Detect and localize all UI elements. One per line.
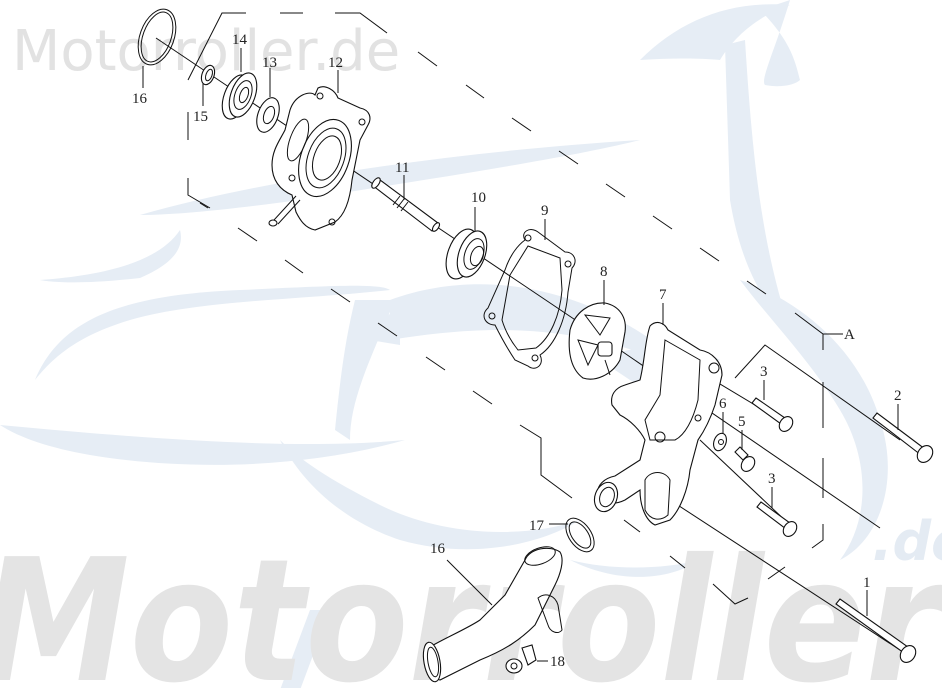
part-7-impeller <box>568 302 626 380</box>
part-17-o-ring <box>565 517 595 553</box>
part-5-washer <box>713 432 727 452</box>
part-3-bolt-lower <box>756 501 798 537</box>
callout-18: 18 <box>550 654 565 670</box>
callout-labels: 16 15 14 13 12 11 10 9 8 7 6 5 3 3 2 1 1… <box>132 32 902 670</box>
part-10-pump-shaft <box>371 177 441 232</box>
callout-3-upper: 3 <box>760 364 768 380</box>
part-9-mechanical-seal <box>445 228 488 280</box>
leader-lines <box>142 48 899 662</box>
callout-3-lower: 3 <box>768 471 776 487</box>
callout-14: 15 <box>193 109 208 125</box>
callout-12: 13 <box>262 55 277 71</box>
callout-1: 1 <box>863 575 871 591</box>
part-8-gasket <box>483 229 576 369</box>
callout-4: 5 <box>738 414 746 430</box>
callout-10: 11 <box>395 160 409 176</box>
part-12-oil-seal <box>256 97 280 133</box>
part-16-water-pipe <box>422 546 563 683</box>
part-15-o-ring <box>137 8 177 66</box>
callout-6: 7 <box>659 287 667 303</box>
part-13-bearing <box>221 72 258 120</box>
callout-16-label: 16 <box>430 541 446 557</box>
part-18-bleed-bolt <box>505 644 537 674</box>
part-3-bolt-upper <box>751 397 794 432</box>
part-11-pump-housing <box>268 86 371 231</box>
callout-8: 9 <box>541 203 549 219</box>
callout-17: 17 <box>529 518 545 534</box>
section-marker-a: A <box>844 327 855 343</box>
callout-9: 10 <box>471 190 486 206</box>
callout-13: 14 <box>232 32 248 48</box>
boundary-lines <box>187 12 843 605</box>
part-4-small-bolt <box>734 446 756 472</box>
callout-11: 12 <box>328 55 343 71</box>
part-14-circlip <box>200 64 216 86</box>
part-6-pump-cover <box>593 321 723 526</box>
callout-7: 8 <box>600 264 608 280</box>
watermark-de-suffix: .de <box>872 510 942 573</box>
callout-15: 16 <box>132 91 148 107</box>
callout-5: 6 <box>719 396 727 412</box>
part-2-bolt <box>872 412 934 463</box>
part-1-long-bolt <box>835 598 917 663</box>
callout-2: 2 <box>894 388 902 404</box>
